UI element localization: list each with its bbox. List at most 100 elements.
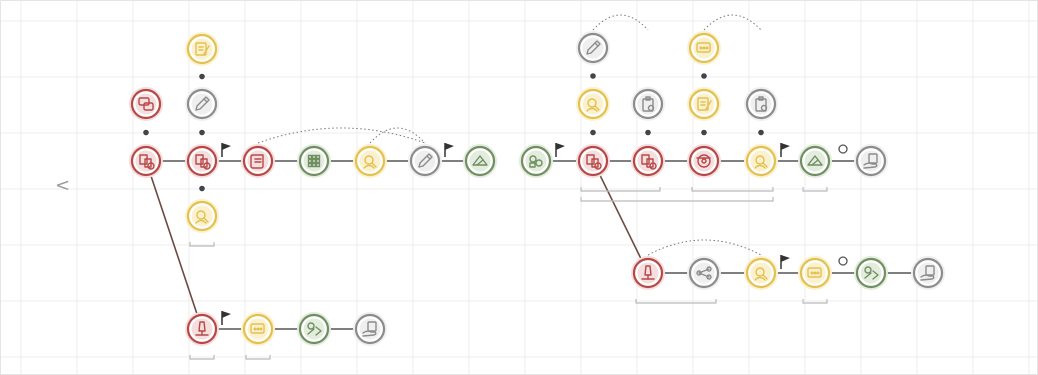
workflow-node-n2c[interactable] <box>185 199 219 233</box>
workflow-node-n8[interactable] <box>519 144 553 178</box>
workflow-node-m6[interactable] <box>911 256 945 290</box>
group-brackets <box>189 187 828 360</box>
flag-icon <box>445 143 454 150</box>
node-halo <box>854 144 888 178</box>
group-bracket <box>635 299 717 304</box>
search-person-icon <box>587 98 597 108</box>
workflow-node-n3[interactable] <box>241 144 275 178</box>
workflow-node-n6[interactable] <box>408 144 442 178</box>
search-person-icon <box>196 210 206 220</box>
scroll-icon <box>250 154 264 169</box>
stack-dot <box>758 129 764 136</box>
flag-icon <box>222 143 231 150</box>
workflow-node-n10[interactable] <box>631 144 665 178</box>
chat-box-icon <box>250 323 265 334</box>
workflow-node-n12a[interactable] <box>744 87 778 121</box>
workflow-node-m5[interactable] <box>854 256 888 290</box>
node-halo <box>687 31 721 65</box>
target-icon <box>701 158 707 164</box>
grid-dots-icon <box>307 158 313 164</box>
workflow-node-m2[interactable] <box>687 256 721 290</box>
workflow-node-n1t[interactable] <box>129 87 163 121</box>
search-person-icon <box>371 162 377 168</box>
grid-dots-icon <box>307 154 313 160</box>
chat-box-icon <box>807 267 822 278</box>
grid-dots-icon <box>307 162 313 168</box>
search-person-icon <box>195 219 207 224</box>
node-core <box>582 37 604 59</box>
microscope-icon <box>644 265 652 276</box>
workflow-node-m4[interactable] <box>798 256 832 290</box>
hand-doc-icon <box>920 274 935 281</box>
workflow-node-n13[interactable] <box>798 144 832 178</box>
node-core <box>693 150 715 172</box>
search-person-icon <box>594 105 600 111</box>
pencil-icon <box>594 42 599 47</box>
search-person-icon <box>755 155 765 165</box>
workflow-node-n14[interactable] <box>854 144 888 178</box>
workflow-node-n9a[interactable] <box>576 31 610 65</box>
workflow-node-n1[interactable] <box>129 144 163 178</box>
workflow-node-n4[interactable] <box>297 144 331 178</box>
node-core <box>414 150 436 172</box>
notepad-pencil-icon <box>697 97 709 111</box>
pencil-icon <box>418 153 433 168</box>
vertical-stacks <box>143 73 764 192</box>
workflow-node-n2[interactable] <box>185 144 219 178</box>
workflow-node-n7[interactable] <box>463 144 497 178</box>
node-core <box>135 93 157 115</box>
workflow-node-m3[interactable] <box>744 256 778 290</box>
compound-red-icon <box>203 162 211 170</box>
stack-dot <box>590 73 596 79</box>
workflow-node-n10a[interactable] <box>631 87 665 121</box>
send-arrow-icon <box>811 159 819 166</box>
node-halo <box>297 312 331 346</box>
workflow-node-n11b[interactable] <box>687 87 721 121</box>
workflow-node-b1[interactable] <box>185 312 219 346</box>
workflow-node-b3[interactable] <box>297 312 331 346</box>
recycle-icon <box>307 322 315 330</box>
grid-dots-icon <box>315 158 321 164</box>
group-bracket <box>691 187 774 192</box>
node-halo <box>129 87 163 121</box>
pencil-icon <box>586 40 601 55</box>
workflow-node-b2[interactable] <box>241 312 275 346</box>
workflow-node-n5[interactable] <box>353 144 387 178</box>
node-core <box>191 93 213 115</box>
workflow-node-n12[interactable] <box>744 144 778 178</box>
hand-doc-icon <box>367 321 377 332</box>
workflow-node-n11[interactable] <box>687 144 721 178</box>
node-core <box>693 93 715 115</box>
node-halo <box>687 87 721 121</box>
clipboard-icon <box>647 104 655 112</box>
node-halo <box>631 144 665 178</box>
node-halo <box>744 256 778 290</box>
back-nav-chevron[interactable]: < <box>55 175 71 196</box>
clipboard-icon <box>758 96 764 101</box>
node-halo <box>631 256 665 290</box>
workflow-node-n2a[interactable] <box>185 32 219 66</box>
hand-doc-icon <box>925 265 935 276</box>
chat-box-icon <box>256 327 260 331</box>
stack-dot <box>590 129 596 136</box>
notepad-pencil-icon <box>195 42 207 56</box>
node-halo <box>687 144 721 178</box>
stack-dot <box>199 129 205 136</box>
notepad-pencil-icon <box>203 45 210 55</box>
recycle-icon <box>864 272 872 279</box>
group-bracket <box>580 197 774 202</box>
workflow-node-n9[interactable] <box>576 144 610 178</box>
workflow-node-n11a[interactable] <box>687 31 721 65</box>
node-halo <box>576 87 610 121</box>
workflow-node-n9b[interactable] <box>576 87 610 121</box>
workflow-node-m1[interactable] <box>631 256 665 290</box>
search-person-icon <box>754 276 766 281</box>
workflow-node-n2b[interactable] <box>185 87 219 121</box>
group-bracket <box>245 355 271 360</box>
send-arrow-icon <box>807 155 823 166</box>
hand-doc-icon <box>863 162 878 169</box>
workflow-node-b4[interactable] <box>353 312 387 346</box>
